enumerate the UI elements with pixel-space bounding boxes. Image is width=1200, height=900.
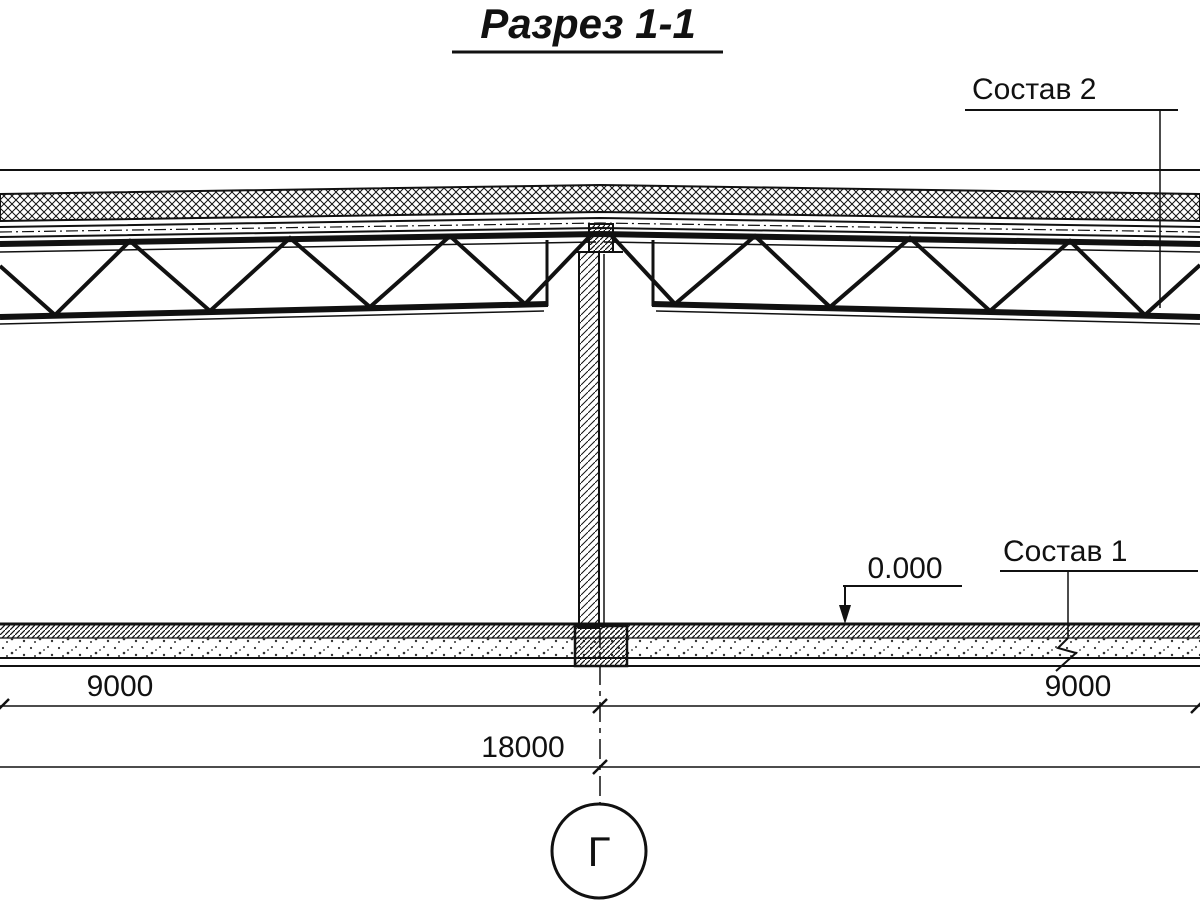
truss-left	[0, 231, 601, 325]
truss-right	[599, 231, 1200, 325]
elevation-value: 0.000	[867, 552, 942, 585]
composition-2-label: Состав 2	[972, 73, 1096, 106]
roof-assembly	[0, 169, 1200, 238]
truss-right-top-chord	[599, 231, 1200, 247]
dim-total-value: 18000	[481, 731, 564, 764]
roof-deck-top-line	[0, 216, 1200, 228]
elevation-mark: 0.000	[839, 552, 962, 624]
dim-bay-left-value: 9000	[87, 670, 154, 703]
drawing-title-block: Разрез 1-1	[452, 0, 723, 54]
truss-right-bottom-chord	[651, 301, 1200, 320]
column-shaft	[578, 251, 600, 629]
dim-bay-right-value: 9000	[1045, 670, 1112, 703]
roof-insulation-band	[0, 183, 1200, 223]
truss-left-bottom-chord	[0, 301, 549, 320]
truss-right-web-diagonals	[608, 232, 1200, 318]
column-head-plate	[588, 223, 614, 253]
truss-left-bottom-chord-underside	[0, 310, 545, 325]
foundation-block	[573, 624, 629, 668]
composition-1-break-mark	[1055, 637, 1079, 672]
callout-composition-2: Состав 2	[965, 73, 1178, 308]
truss-left-web-diagonals	[0, 232, 594, 318]
truss-right-bottom-chord-underside	[655, 310, 1200, 325]
drawing-title: Разрез 1-1	[480, 0, 696, 47]
composition-1-label: Состав 1	[1003, 535, 1127, 568]
dim-tick-right-icon	[1190, 702, 1200, 714]
grid-axis-bubble: Г	[550, 802, 648, 900]
grid-axis-letter: Г	[588, 828, 611, 875]
elevation-arrowhead-icon	[839, 605, 851, 624]
dim-tick-left-icon	[0, 698, 10, 710]
truss-left-top-chord	[0, 231, 601, 247]
callout-composition-1: Состав 1	[1000, 535, 1198, 672]
grid-axis-circle	[550, 802, 648, 900]
